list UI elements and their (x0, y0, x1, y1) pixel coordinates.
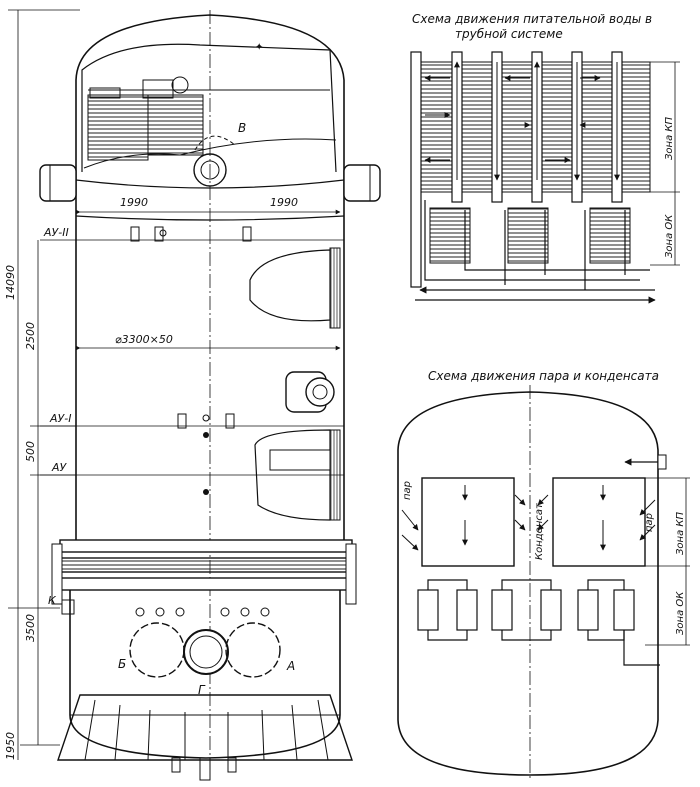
kp-block-left (421, 477, 515, 567)
dim-3500: 3500 (24, 614, 37, 642)
lower-header (269, 449, 331, 471)
dim-2500: 2500 (24, 322, 37, 350)
steam-zone-brackets (645, 477, 690, 646)
top-tube-bundle-left (87, 94, 149, 161)
steam-right-label: пар (644, 513, 655, 532)
fitting-k (61, 599, 75, 615)
feedwater-scheme: Схема движения питательной воды в трубно… (410, 12, 680, 304)
level-fittings-middle (177, 413, 235, 438)
main-flange (51, 539, 357, 605)
drain-point (203, 489, 209, 495)
bottom-dish (69, 714, 341, 759)
vertical-dimensions (8, 9, 80, 760)
feedwater-title-1: Схема движения питательной воды в (412, 12, 652, 26)
heater-vessel: ✦ В 1990 1990 АУ-II (4, 9, 381, 781)
zone-kp2-label: Зона КП (675, 512, 686, 555)
label-b: Б (118, 657, 126, 671)
feedwater-title-2: трубной системе (455, 27, 563, 41)
zone-ok-label: Зона ОК (664, 214, 675, 258)
top-vent-mark: ✦ (255, 42, 263, 53)
ok-zone-tubes (417, 579, 660, 666)
nozzle-middle-flange (305, 377, 335, 407)
level-fittings-top (130, 226, 252, 242)
feedwater-zone-brackets (650, 61, 680, 266)
nozzle-g-inner (189, 635, 223, 669)
feedwater-lower-piping (415, 200, 656, 304)
dim-1990-right: 1990 (270, 196, 298, 209)
nozzle-left (39, 164, 77, 202)
label-g: Г (198, 683, 206, 697)
dim-1950: 1950 (4, 732, 17, 760)
label-au2: АУ-II (43, 226, 69, 239)
nozzle-b (129, 622, 185, 678)
label-v: В (238, 121, 246, 135)
zone-ok2-label: Зона ОК (675, 591, 686, 635)
condensate-label: Конденсат (534, 502, 545, 560)
nozzle-a (225, 622, 281, 678)
kp-block-right (552, 477, 646, 567)
middle-tube-sheet (329, 247, 341, 329)
nozzle-right (343, 164, 381, 202)
feedwater-lower-tubes (429, 207, 631, 264)
label-au: АУ (51, 461, 68, 474)
base-fittings (171, 757, 237, 781)
middle-tube-bundle (249, 249, 331, 322)
top-fitting (171, 76, 189, 94)
nozzle-g (183, 629, 229, 675)
steam-scheme: Схема движения пара и конденсата пар пар… (397, 369, 690, 780)
bolt-row (135, 607, 270, 617)
steam-vessel-outline (397, 391, 659, 776)
dim-500: 500 (24, 441, 37, 462)
feedwater-flow-arrows (424, 61, 620, 181)
label-k: К (48, 594, 57, 607)
label-au1: АУ-I (49, 412, 71, 425)
steam-title: Схема движения пара и конденсата (428, 369, 659, 383)
steam-inlet-nozzle (657, 454, 667, 470)
dim-diameter: ⌀3300×50 (115, 333, 173, 346)
steam-left-label: пар (402, 481, 413, 500)
dim-1990-left: 1990 (120, 196, 148, 209)
top-tube-bundle-right (147, 94, 204, 156)
dim-total-height: 14090 (4, 265, 17, 300)
support-skirt (57, 694, 353, 761)
top-cutaway (81, 43, 337, 173)
feedwater-upper-tubes (419, 61, 651, 193)
skirt-ribs (84, 699, 329, 761)
zone-kp-label: Зона КП (664, 117, 675, 160)
kp-flow-arrows (401, 485, 656, 551)
nozzle-v-arc (194, 135, 236, 151)
label-a: А (286, 659, 295, 673)
top-header-a (89, 87, 121, 99)
nozzle-middle-bore (312, 384, 328, 400)
